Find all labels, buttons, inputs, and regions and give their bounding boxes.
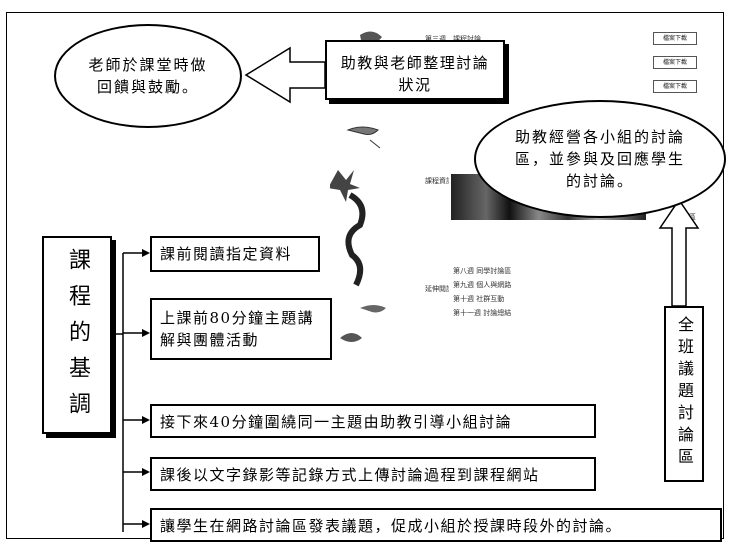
- teacher-feedback-bubble: 老師於課堂時做回饋與鼓勵。: [54, 24, 242, 128]
- course-core-label: 課程的基調: [65, 248, 90, 428]
- side-label: 延伸閱讀: [425, 285, 449, 293]
- ta-summary-box: 助教與老師整理討論狀況: [325, 40, 505, 100]
- course-core-box: 課程的基調: [42, 236, 112, 434]
- class-forum-box: 全班議題討論區: [664, 306, 704, 482]
- side-label: 課程資訊: [425, 177, 449, 185]
- ta-manage-text: 助教經營各小組的討論區，並參與及回應學生的討論。: [514, 128, 685, 190]
- step-text: 讓學生在網路討論區發表議題，促成小組於授課時段外的討論。: [160, 517, 623, 535]
- bamboo-decoration: [330, 31, 386, 342]
- screen-row: 第十週 社群互動: [453, 295, 505, 303]
- screen-row: 第八週 同學討論區: [453, 267, 512, 275]
- hollow-up-arrow: [658, 198, 700, 307]
- step-text: 接下來40分鐘圍繞同一主題由助教引導小組討論: [160, 413, 513, 431]
- download-button: 檔案下載: [653, 32, 697, 45]
- step-text: 上課前80分鐘主題講解與團體活動: [160, 309, 315, 349]
- screen-row: 第十一週 討論總結: [453, 309, 512, 317]
- step-group-discussion: 接下來40分鐘圍繞同一主題由助教引導小組討論: [150, 404, 596, 438]
- screen-row: 第九週 個人與網路: [453, 281, 512, 289]
- class-forum-text: 全班議題討論區: [675, 316, 694, 470]
- step-lecture: 上課前80分鐘主題講解與團體活動: [150, 298, 332, 360]
- step-text: 課前閱讀指定資料: [160, 245, 293, 263]
- screen-row: 第三週．課程討論: [425, 35, 481, 43]
- ta-summary-text: 助教與老師整理討論狀況: [340, 54, 490, 94]
- step-text: 課後以文字錄影等記錄方式上傳討論過程到課程網站: [160, 466, 540, 484]
- ta-manage-bubble: 助教經營各小組的討論區，並參與及回應學生的討論。: [474, 100, 726, 218]
- step-upload: 課後以文字錄影等記錄方式上傳討論過程到課程網站: [150, 457, 596, 491]
- download-button: 檔案下載: [653, 80, 697, 93]
- step-online-forum: 讓學生在網路討論區發表議題，促成小組於授課時段外的討論。: [150, 508, 722, 542]
- website-screenshot-bottom: 延伸閱讀 第八週 同學討論區 第九週 個人與網路 第十週 社群互動 第十一週 討…: [425, 262, 675, 328]
- download-button: 檔案下載: [653, 56, 697, 69]
- step-pre-reading: 課前閱讀指定資料: [150, 236, 320, 272]
- hollow-left-arrow: [244, 46, 326, 104]
- teacher-feedback-text: 老師於課堂時做回饋與鼓勵。: [88, 56, 208, 96]
